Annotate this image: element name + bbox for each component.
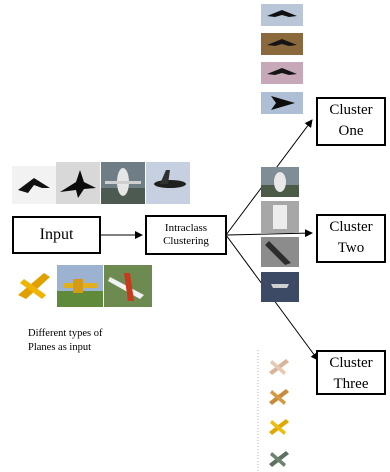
cluster-one-line2: One — [338, 123, 364, 139]
input-image-airliner-photo — [101, 162, 145, 204]
input-image-bomber-sky — [146, 162, 190, 204]
process-label-line1: Intraclass — [164, 222, 208, 234]
cluster-two-line1: Cluster — [329, 219, 373, 235]
cluster-two-line2: Two — [337, 240, 365, 256]
input-image-yellow-plane-field — [57, 265, 103, 307]
input-caption: Different types of Planes as input — [28, 327, 102, 355]
cluster-three-box: Cluster Three — [316, 350, 386, 395]
cluster-one-box: Cluster One — [316, 97, 386, 146]
input-box: Input — [12, 216, 101, 254]
cluster-one-image-4 — [261, 92, 303, 114]
input-image-jet-silhouette — [56, 162, 100, 204]
caption-line1: Different types of — [28, 328, 103, 339]
cluster-two-box: Cluster Two — [316, 214, 386, 263]
cluster-two-image-2 — [261, 201, 299, 233]
cluster-three-image-1 — [266, 354, 292, 378]
cluster-one-image-1 — [261, 4, 303, 26]
process-to-cluster-two-arrow — [225, 229, 313, 238]
input-image-red-white-plane — [104, 265, 152, 307]
input-image-stealth-silhouette — [12, 166, 56, 204]
caption-line2: Planes as input — [28, 342, 91, 353]
input-image-yellow-plane — [14, 265, 56, 307]
cluster-one-image-2 — [261, 33, 303, 55]
cluster-two-image-1 — [261, 167, 299, 197]
cluster-three-image-2 — [266, 384, 292, 408]
cluster-one-line1: Cluster — [329, 102, 373, 118]
cluster-three-line2: Three — [333, 376, 369, 392]
cluster-three-line1: Cluster — [329, 355, 373, 371]
cluster-one-image-3 — [261, 62, 303, 84]
input-label: Input — [39, 226, 74, 243]
process-label-line2: Clustering — [163, 235, 209, 247]
intraclass-clustering-box: Intraclass Clustering — [145, 215, 227, 255]
cluster-three-image-3 — [266, 414, 292, 438]
cluster-two-image-4 — [261, 272, 299, 302]
cluster-two-image-3 — [261, 237, 299, 267]
cluster-three-image-4 — [266, 446, 292, 470]
